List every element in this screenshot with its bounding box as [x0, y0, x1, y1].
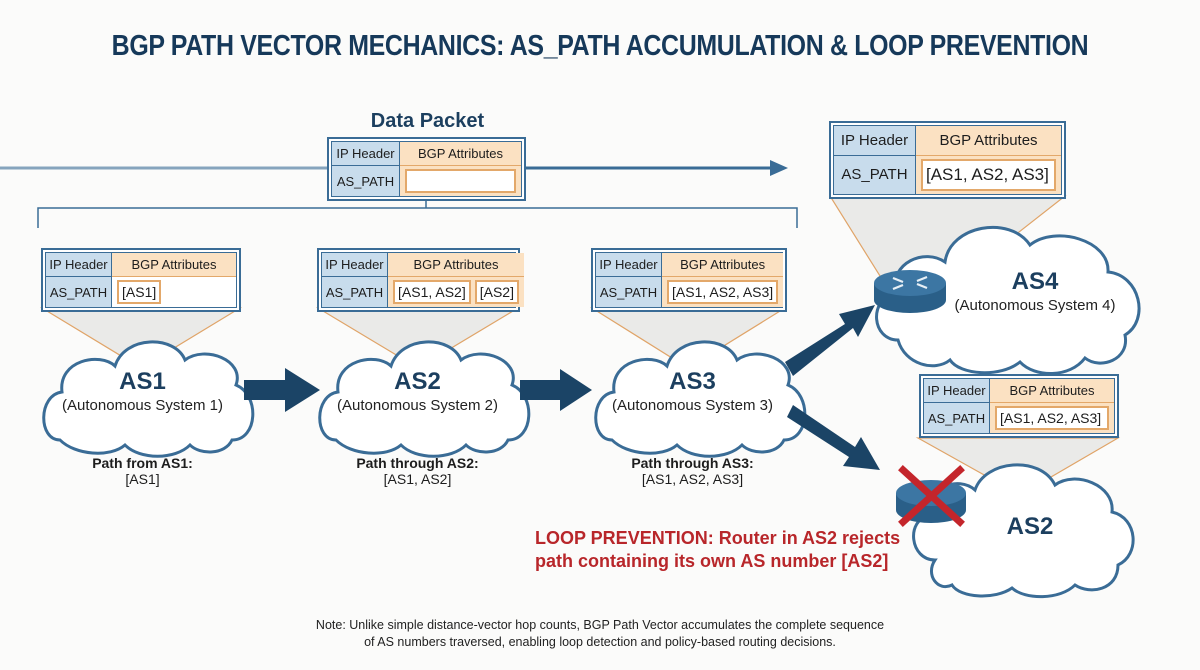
- as-path-value: [AS1, AS2, AS3]: [995, 406, 1109, 430]
- bgp-attributes-cell: BGP Attributes: [388, 253, 524, 277]
- ip-header-cell: IP Header: [332, 142, 400, 166]
- diagram-title: BGP PATH VECTOR MECHANICS: AS_PATH ACCUM…: [111, 30, 1089, 62]
- bgp-attributes-cell: BGP Attributes: [916, 126, 1061, 156]
- ip-header-cell: IP Header: [322, 253, 388, 277]
- as-name: AS2: [394, 368, 441, 395]
- as-subtitle: (Autonomous System 4): [954, 297, 1116, 314]
- as-path-value: [405, 169, 516, 193]
- path-value: [AS1]: [125, 471, 160, 487]
- packet-as4: IP Header BGP Attributes AS_PATH [AS1, A…: [829, 121, 1066, 199]
- cloud-as3: [594, 340, 807, 458]
- bgp-attributes-cell: BGP Attributes: [662, 253, 784, 277]
- arrow-as3-to-as2-dest: [787, 405, 880, 470]
- as-name: AS4: [1011, 268, 1059, 295]
- as2-dest-label: AS2: [975, 513, 1085, 541]
- as-path-value: [AS1, AS2, AS3]: [667, 280, 779, 304]
- footnote-line-1: Note: Unlike simple distance-vector hop …: [315, 618, 885, 632]
- as-name: AS1: [119, 368, 166, 395]
- path-caption-as3: Path through AS3: [AS1, AS2, AS3]: [605, 455, 780, 487]
- as1-label: AS1 (Autonomous System 1): [55, 368, 230, 414]
- as3-label: AS3 (Autonomous System 3): [605, 368, 780, 414]
- as-name: AS2: [1006, 513, 1054, 540]
- data-packet-label: Data Packet: [370, 110, 485, 132]
- loop-prevention-callout: LOOP PREVENTION: Router in AS2 rejects p…: [535, 527, 915, 572]
- router-as4-icon: [874, 270, 946, 313]
- bgp-attributes-cell: BGP Attributes: [112, 253, 236, 277]
- ip-header-cell: IP Header: [924, 379, 990, 403]
- ip-header-cell: IP Header: [834, 126, 916, 156]
- as-path-label: AS_PATH: [596, 277, 662, 307]
- bgp-attributes-cell: BGP Attributes: [400, 142, 521, 166]
- packet-as1: IP Header BGP Attributes AS_PATH [AS1]: [41, 248, 241, 312]
- as-path-label: AS_PATH: [924, 403, 990, 433]
- as-subtitle: (Autonomous System 1): [62, 397, 223, 414]
- as-path-value: [AS1, AS2]: [393, 280, 471, 304]
- packet-bracket: [37, 200, 798, 228]
- packet-as2: IP Header BGP Attributes AS_PATH [AS1, A…: [317, 248, 524, 312]
- reject-x-icon: [898, 465, 965, 527]
- packet-as3: IP Header BGP Attributes AS_PATH [AS1, A…: [591, 248, 787, 312]
- cloud-as1: [42, 340, 255, 458]
- route-arrows: [244, 305, 880, 470]
- as-path-label: AS_PATH: [322, 277, 388, 307]
- packet-as2-dest: IP Header BGP Attributes AS_PATH [AS1, A…: [919, 374, 1119, 438]
- as-path-value: [AS1, AS2, AS3]: [921, 158, 1056, 191]
- path-value: [AS1, AS2, AS3]: [641, 471, 744, 487]
- ip-header-cell: IP Header: [46, 253, 112, 277]
- as-name: AS3: [669, 368, 716, 395]
- path-caption-as2: Path through AS2: [AS1, AS2]: [330, 455, 505, 487]
- as-path-value-prepended: [AS2]: [474, 280, 519, 304]
- arrow-as3-to-as4: [785, 305, 875, 376]
- data-packet: IP Header BGP Attributes AS_PATH: [327, 137, 526, 201]
- arrow-as2-to-as3: [520, 369, 592, 411]
- path-value: [AS1, AS2]: [383, 471, 452, 487]
- bgp-attributes-cell: BGP Attributes: [990, 379, 1114, 403]
- footnote: Note: Unlike simple distance-vector hop …: [300, 617, 900, 651]
- path-heading: Path through AS2:: [356, 455, 479, 471]
- path-heading: Path through AS3:: [631, 455, 754, 471]
- arrow-as1-to-as2: [244, 368, 320, 412]
- as-subtitle: (Autonomous System 3): [612, 397, 773, 414]
- as2-label: AS2 (Autonomous System 2): [330, 368, 505, 414]
- as-path-label: AS_PATH: [834, 155, 916, 194]
- cloud-as4: [875, 225, 1141, 375]
- as-path-label: AS_PATH: [332, 166, 400, 196]
- clouds: [42, 225, 1141, 599]
- loop-prevention-line-1: LOOP PREVENTION: Router in AS2 rejects: [535, 528, 901, 548]
- as-subtitle: (Autonomous System 2): [337, 397, 498, 414]
- as-path-label: AS_PATH: [46, 277, 112, 307]
- footnote-line-2: of AS numbers traversed, enabling loop d…: [364, 634, 836, 649]
- path-caption-as1: Path from AS1: [AS1]: [55, 455, 230, 487]
- path-heading: Path from AS1:: [92, 455, 193, 471]
- loop-prevention-line-2: path containing its own AS number [AS2]: [535, 550, 889, 571]
- as-path-value: [AS1]: [117, 280, 162, 304]
- ip-header-cell: IP Header: [596, 253, 662, 277]
- as4-label: AS4 (Autonomous System 4): [945, 268, 1125, 314]
- cloud-as2: [318, 340, 531, 458]
- packet-flow-arrow: [0, 160, 788, 176]
